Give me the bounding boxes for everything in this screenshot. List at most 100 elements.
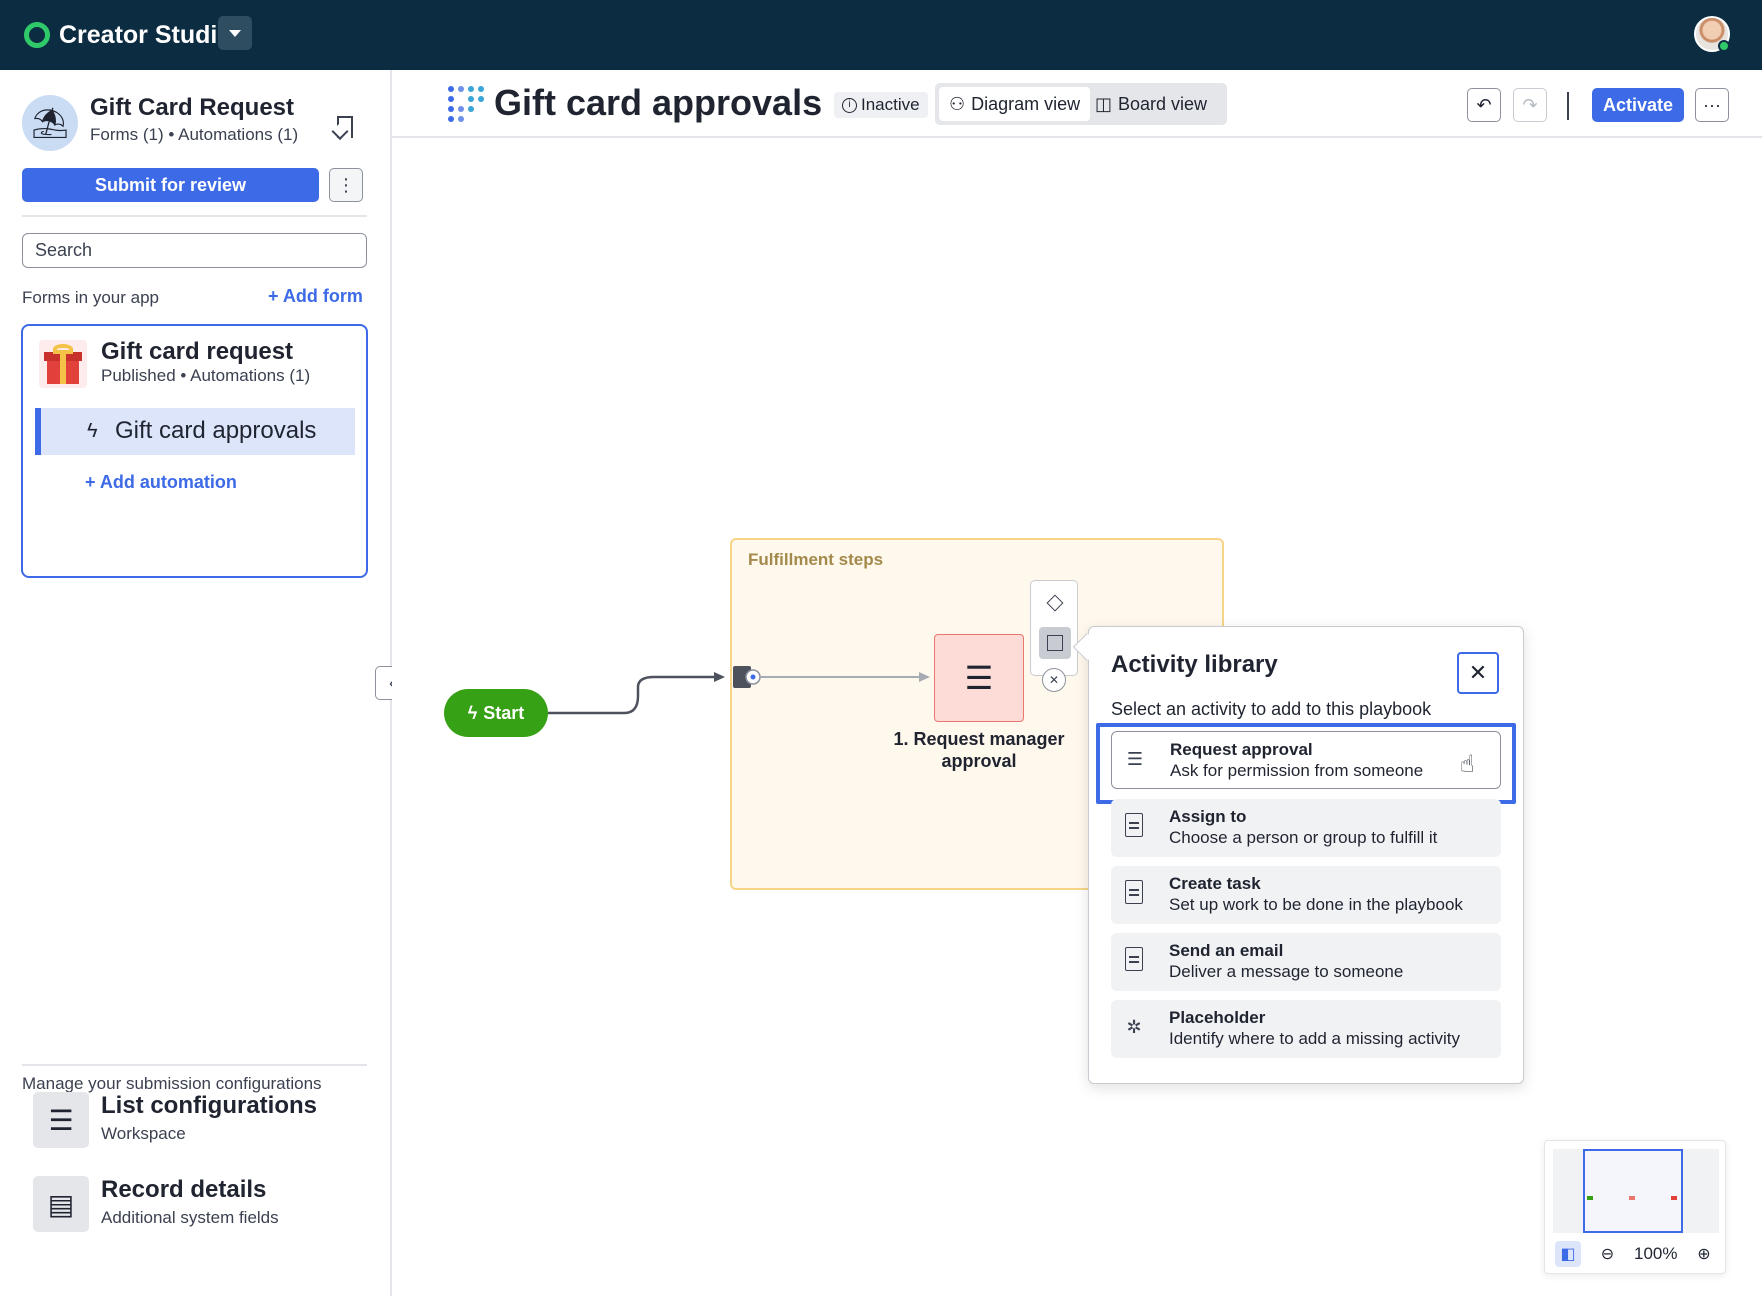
zoom-controls: ◧ ⊖ 100% ⊕ [1551,1239,1721,1269]
zoom-out-icon[interactable]: ⊖ [1600,1246,1615,1263]
diagram-canvas[interactable]: Fulfillment steps ϟ Start ☰ 1. Request m… [392,140,1762,1290]
workflow-icon [448,86,484,122]
online-status-icon [1718,40,1730,52]
chevron-down-icon[interactable] [218,16,252,50]
form-card[interactable]: Gift card request Published • Automation… [21,324,368,578]
minimap: ◧ ⊖ 100% ⊕ [1544,1140,1726,1274]
config-subtitle: Workspace [101,1124,186,1143]
config-title: List configurations [101,1092,317,1119]
tab-label: Diagram view [971,93,1081,114]
config-title: Record details [101,1176,267,1203]
activity-create-task[interactable]: Create task Set up work to be done in th… [1111,866,1501,924]
info-icon: i [842,97,857,113]
library-title: Activity library [1111,651,1278,678]
puzzle-icon: ✲ [1126,1016,1142,1037]
close-icon: ✕ [1468,660,1488,685]
shape-picker [1030,580,1078,676]
top-bar: Creator Studio [0,0,1762,70]
activity-request-approval[interactable]: ☰ Request approval Ask for permission fr… [1111,731,1501,789]
sidebar: ⛱ Gift Card Request Forms (1) • Automati… [0,70,392,1296]
redo-button[interactable]: ↷ [1513,88,1547,122]
document-icon [1125,880,1143,904]
form-subtitle: Published • Automations (1) [101,366,311,385]
add-automation-link[interactable]: + Add automation [85,472,237,492]
activity-send-an-email[interactable]: Send an email Deliver a message to someo… [1111,933,1501,991]
activity-title: Create task [1169,874,1261,893]
add-form-link[interactable]: + Add form [268,286,363,306]
activity-title: Request approval [1170,740,1313,759]
activity-description: Choose a person or group to fulfill it [1169,828,1438,847]
divider [1567,92,1569,120]
search-input[interactable] [22,233,367,268]
tab-diagram-view[interactable]: ⚇ Diagram view [939,87,1091,121]
lightning-icon: ϟ [467,702,478,723]
tab-label: Board view [1118,93,1208,114]
status-badge: i Inactive [834,92,928,118]
start-label: Start [483,702,525,723]
app-title: Gift Card Request [90,94,295,121]
board-icon: ◫ [1095,93,1113,114]
activity-description: Deliver a message to someone [1169,962,1404,981]
tab-board-view[interactable]: ◫ Board view [1085,87,1217,121]
minimap-toggle-icon[interactable]: ◧ [1555,1241,1581,1267]
config-item-list-configurations[interactable]: ☰ List configurations Workspace [33,1092,373,1150]
record-details-icon: ▤ [33,1176,89,1232]
start-node[interactable]: ϟ Start [444,689,548,737]
activity-library-panel: Activity library ✕ Select an activity to… [1072,626,1524,1084]
undo-button[interactable]: ↶ [1467,88,1501,122]
brand-name: Creator Studio [59,20,233,49]
activity-placeholder[interactable]: ✲ Placeholder Identify where to add a mi… [1111,1000,1501,1058]
automation-label: Gift card approvals [115,417,317,444]
user-avatar[interactable] [1694,16,1730,52]
minimap-viewport[interactable] [1583,1149,1683,1233]
bookmark-icon[interactable] [337,116,353,138]
undo-icon: ↶ [1476,94,1492,115]
more-options-button[interactable]: ··· [1695,88,1729,122]
diagram-icon: ⚇ [949,93,966,114]
config-item-record-details[interactable]: ▤ Record details Additional system field… [33,1176,373,1234]
redo-icon: ↷ [1522,94,1538,115]
app-subtitle: Forms (1) • Automations (1) [90,125,299,144]
library-subtitle: Select an activity to add to this playbo… [1111,699,1432,719]
square-icon[interactable] [1039,627,1071,659]
automation-item[interactable]: ϟ Gift card approvals [35,408,355,455]
submit-for-review-button[interactable]: Submit for review [22,168,319,202]
hand-cursor-icon: ☝ [1460,751,1475,778]
activity-assign-to[interactable]: Assign to Choose a person or group to fu… [1111,799,1501,857]
divider [22,215,367,217]
more-options-button[interactable]: ⋮ [329,168,363,202]
config-subtitle: Additional system fields [101,1208,279,1227]
activity-node[interactable]: ☰ [934,634,1024,722]
diamond-icon[interactable] [1046,594,1064,612]
form-title[interactable]: Gift card request [101,338,294,365]
kebab-icon: ⋮ [337,174,355,195]
activity-title: Placeholder [1169,1008,1266,1027]
brand[interactable]: Creator Studio [24,17,233,53]
activity-title: Assign to [1169,807,1247,826]
divider [22,1064,367,1066]
document-icon [1125,947,1143,971]
close-icon[interactable]: ✕ [1042,668,1066,692]
activity-label: 1. Request manager approval [893,729,1065,771]
activate-button[interactable]: Activate [1592,88,1684,122]
status-label: Inactive [861,95,920,114]
forms-heading: Forms in your app [22,288,159,307]
lightning-icon: ϟ [87,420,98,442]
config-heading: Manage your submission configurations [22,1074,322,1093]
list-icon: ☰ [1126,748,1144,769]
connector-lines [548,666,930,715]
page-title: Gift card approvals [494,82,823,123]
close-button[interactable]: ✕ [1457,652,1499,694]
beach-umbrella-icon: ⛱ [22,95,78,151]
activity-title: Send an email [1169,941,1284,960]
activity-description: Set up work to be done in the playbook [1169,895,1463,914]
page-header: Gift card approvals i Inactive ⚇ Diagram… [392,70,1762,138]
brand-logo-icon [24,22,50,48]
document-icon [1125,813,1143,837]
zoom-level: 100% [1634,1244,1678,1263]
zoom-in-icon[interactable]: ⊕ [1697,1246,1711,1263]
list-icon: ☰ [33,1092,89,1148]
view-toggle: ⚇ Diagram view ◫ Board view [935,83,1227,125]
gift-icon [39,340,87,388]
group-label: Fulfillment steps [748,550,884,569]
